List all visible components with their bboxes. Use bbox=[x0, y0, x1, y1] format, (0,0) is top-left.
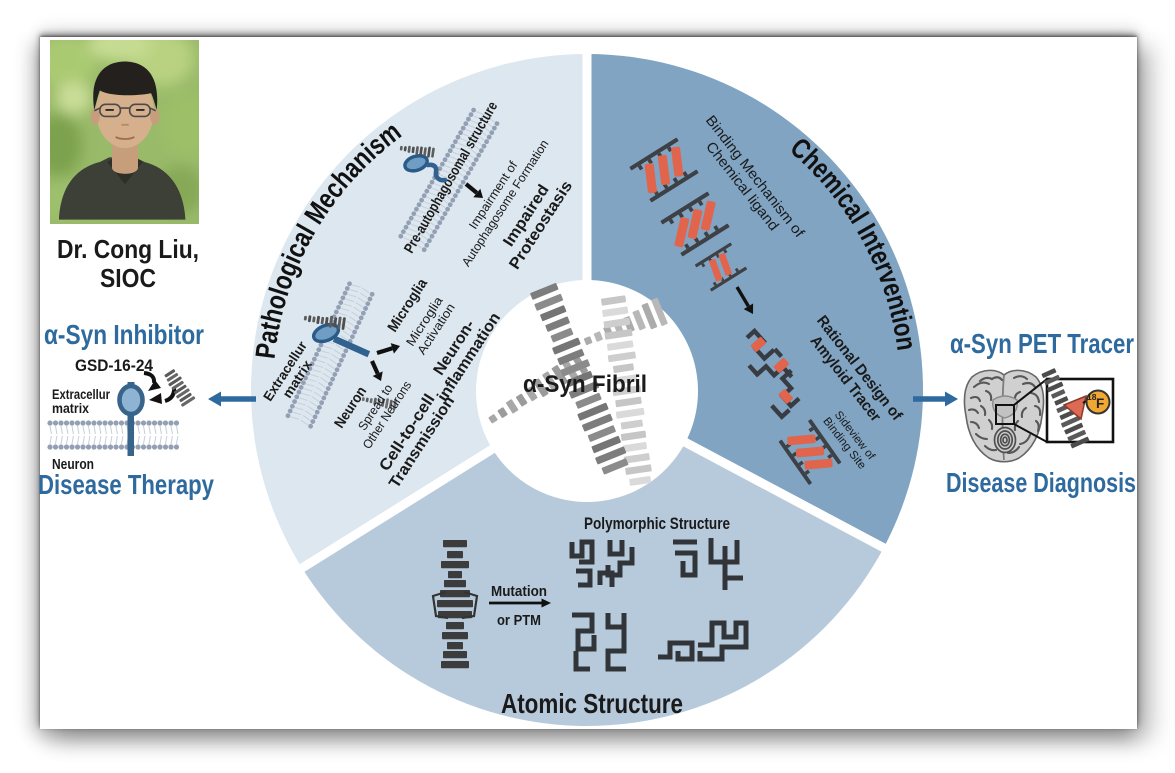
svg-text:α-Syn Inhibitor: α-Syn Inhibitor bbox=[44, 319, 204, 350]
svg-text:Extracellur: Extracellur bbox=[52, 386, 110, 402]
svg-text:Dr. Cong Liu,: Dr. Cong Liu, bbox=[57, 234, 199, 264]
svg-text:Mutation: Mutation bbox=[491, 583, 547, 600]
svg-text:SIOC: SIOC bbox=[100, 263, 156, 293]
svg-text:matrix: matrix bbox=[52, 400, 89, 416]
svg-text:Polymorphic Structure: Polymorphic Structure bbox=[584, 515, 730, 533]
svg-text:Neuron: Neuron bbox=[52, 456, 94, 473]
svg-text:α-Syn PET Tracer: α-Syn PET Tracer bbox=[950, 328, 1134, 359]
svg-text:α-Syn Fibril: α-Syn Fibril bbox=[523, 371, 647, 398]
svg-text:Disease Therapy: Disease Therapy bbox=[38, 469, 214, 500]
svg-text:Disease Diagnosis: Disease Diagnosis bbox=[946, 467, 1136, 498]
svg-text:GSD-16-24: GSD-16-24 bbox=[75, 356, 153, 375]
svg-text:18: 18 bbox=[1087, 392, 1097, 402]
svg-text:Atomic Structure: Atomic Structure bbox=[501, 688, 683, 719]
svg-text:F: F bbox=[1096, 396, 1104, 411]
svg-text:or PTM: or PTM bbox=[497, 612, 541, 629]
